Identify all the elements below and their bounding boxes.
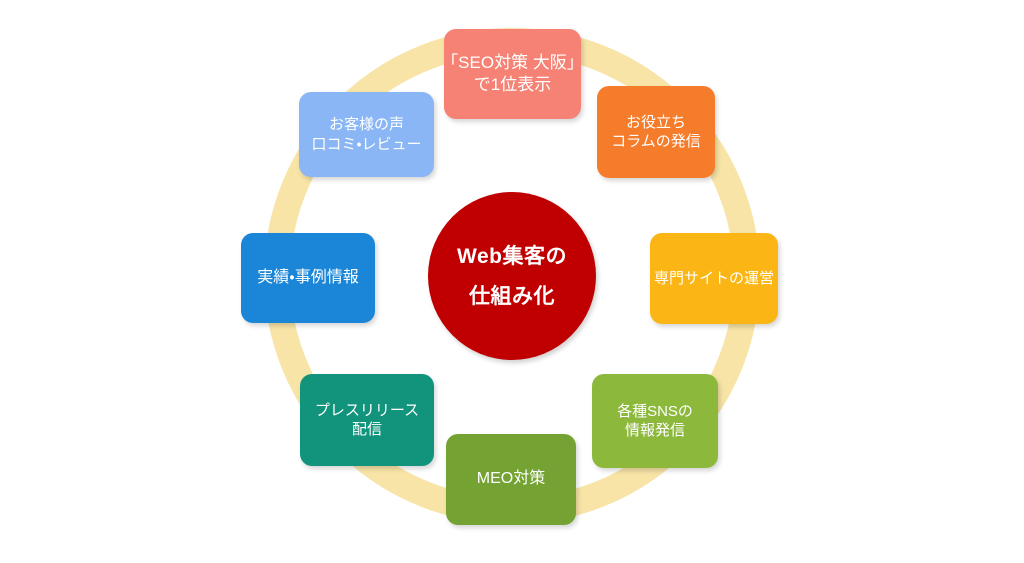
hub-label-line1: Web集客の — [457, 244, 567, 268]
node-customer-voice-line1: お客様の声 — [328, 116, 404, 134]
node-column[interactable]: お役立ち コラムの発信 — [597, 86, 715, 178]
node-press-release-line2: 配信 — [351, 421, 382, 438]
node-column-line2: コラムの発信 — [611, 133, 701, 150]
node-seo[interactable]: 「SEO対策 大阪」 で1位表示 — [441, 29, 584, 119]
node-sns-line2: 情報発信 — [624, 422, 685, 439]
node-customer-voice-line2: 口コミ・レビュー — [311, 135, 422, 153]
node-specialist-site[interactable]: 専門サイトの運営 — [650, 233, 778, 324]
node-sns[interactable]: 各種SNSの 情報発信 — [592, 374, 718, 468]
node-press-release-line1: プレスリリース — [314, 401, 420, 419]
node-case-studies[interactable]: 実績・事例情報 — [241, 233, 375, 323]
node-press-release[interactable]: プレスリリース 配信 — [300, 374, 434, 466]
hub-label-line2: 仕組み化 — [469, 284, 555, 308]
node-meo[interactable]: MEO対策 — [446, 434, 576, 525]
node-case-studies-line1: 実績・事例情報 — [257, 268, 359, 286]
node-customer-voice[interactable]: お客様の声 口コミ・レビュー — [299, 92, 434, 177]
node-seo-line1: 「SEO対策 大阪」 — [441, 53, 584, 73]
node-meo-line1: MEO対策 — [476, 470, 546, 488]
node-specialist-site-line1: 専門サイトの運営 — [653, 269, 774, 287]
node-seo-line2: で1位表示 — [473, 75, 552, 94]
hub-web-attraction[interactable]: Web集客の 仕組み化 — [428, 192, 596, 360]
node-sns-line1: 各種SNSの — [617, 402, 693, 420]
node-column-line1: お役立ち — [625, 113, 686, 131]
